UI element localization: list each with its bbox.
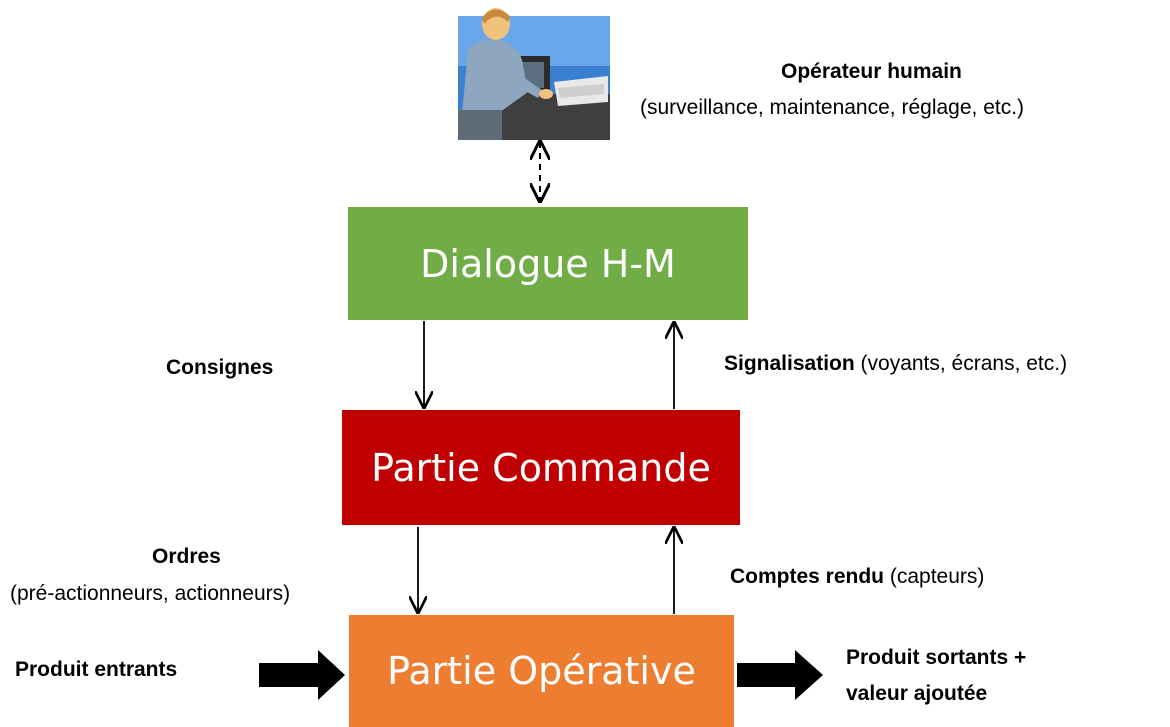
partie-commande-label: Partie Commande (371, 445, 711, 490)
partie-commande-block: Partie Commande (342, 410, 740, 525)
dialogue-hm-block: Dialogue H-M (348, 207, 748, 320)
operator-title: Opérateur humain (781, 60, 962, 83)
partie-operative-label: Partie Opérative (387, 649, 696, 693)
dialogue-hm-label: Dialogue H-M (420, 241, 676, 286)
input-product-label: Produit entrants (15, 658, 178, 681)
signalisation-label-bold: Signalisation (724, 352, 855, 375)
partie-operative-block: Partie Opérative (349, 615, 734, 727)
comptes-rendu-label-bold: Comptes rendu (730, 565, 885, 588)
operator-picture (458, 8, 610, 140)
output-product-label-line2: valeur ajoutée (846, 682, 988, 705)
output-product-label-line1: Produit sortants + (846, 646, 1027, 669)
ordres-detail-label: (pré-actionneurs, actionneurs) (10, 582, 291, 605)
signalisation-label: Signalisation (voyants, écrans, etc.) (724, 350, 1067, 378)
comptes-rendu-label-detail: (capteurs) (884, 565, 985, 588)
input-product-arrow (259, 650, 345, 700)
ordres-label: Ordres (152, 545, 221, 568)
operator-subtitle: (surveillance, maintenance, réglage, etc… (640, 96, 1025, 119)
output-product-arrow (737, 650, 823, 700)
comptes-rendu-label: Comptes rendu (capteurs) (730, 563, 984, 591)
consignes-label: Consignes (166, 356, 274, 379)
signalisation-label-detail: (voyants, écrans, etc.) (854, 352, 1068, 375)
